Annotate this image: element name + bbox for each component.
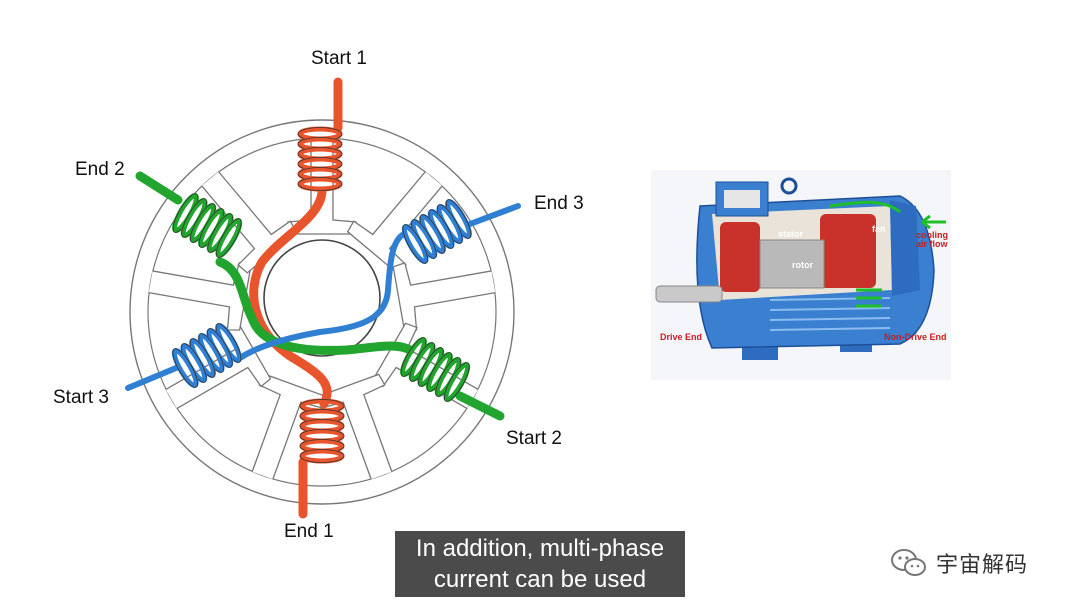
winding-coil [299, 398, 345, 464]
phase2-wire-right [455, 391, 505, 421]
label-start-1: Start 1 [311, 48, 367, 69]
winding-coil [401, 199, 472, 264]
motor-label-stator: stator [778, 229, 804, 239]
phase1-wire-cross [249, 187, 332, 409]
phase3-wire-left [125, 365, 179, 391]
watermark: 宇宙解码 [890, 543, 1028, 583]
stator-tooth [392, 262, 496, 331]
phase2-wire-left [135, 171, 183, 205]
phase-wires [125, 77, 521, 519]
lifting-eye [780, 177, 798, 195]
label-end-2: End 2 [75, 159, 125, 180]
cooling-arrow-flow [829, 200, 901, 214]
motor-label-airflow: air flow [916, 239, 949, 249]
subtitle-caption: In addition, multi-phase current can be … [395, 531, 685, 597]
motor-illustration: stator fan rotor cooling air flow Drive … [651, 170, 951, 380]
cooling-arrows-fins [856, 288, 882, 308]
winding-coil [171, 323, 242, 388]
motor-label-fan: fan [872, 224, 886, 234]
phase3-wire-cross [237, 231, 407, 361]
motor-label-non-drive-end: Non-Drive End [884, 332, 947, 342]
label-start-2: Start 2 [506, 428, 562, 449]
label-start-3: Start 3 [53, 387, 109, 408]
phase2-wire-cross [215, 257, 415, 355]
coils [171, 126, 472, 464]
winding-coil [172, 193, 243, 258]
caption-line-1: In addition, multi-phase [415, 535, 665, 562]
motor-label-drive-end: Drive End [660, 332, 702, 342]
wechat-icon [891, 549, 926, 576]
stator-winding-right [820, 214, 876, 288]
stator-winding-left [720, 222, 760, 292]
motor-shaft [655, 285, 723, 303]
motor-rotor [759, 239, 825, 289]
motor-label-cooling: cooling [916, 230, 948, 240]
phase3-wire-right [467, 203, 521, 227]
winding-coil [400, 337, 471, 402]
watermark-text: 宇宙解码 [936, 553, 1029, 578]
caption-line-2: current can be used [433, 566, 647, 593]
label-end-3: End 3 [534, 193, 584, 214]
motor-label-rotor: rotor [792, 260, 813, 270]
label-end-1: End 1 [284, 521, 334, 542]
stator-tooth [148, 262, 252, 331]
fan-housing [890, 200, 920, 296]
stator-outer-ring [129, 119, 515, 505]
winding-coil [297, 126, 343, 192]
terminal-block [724, 190, 760, 208]
